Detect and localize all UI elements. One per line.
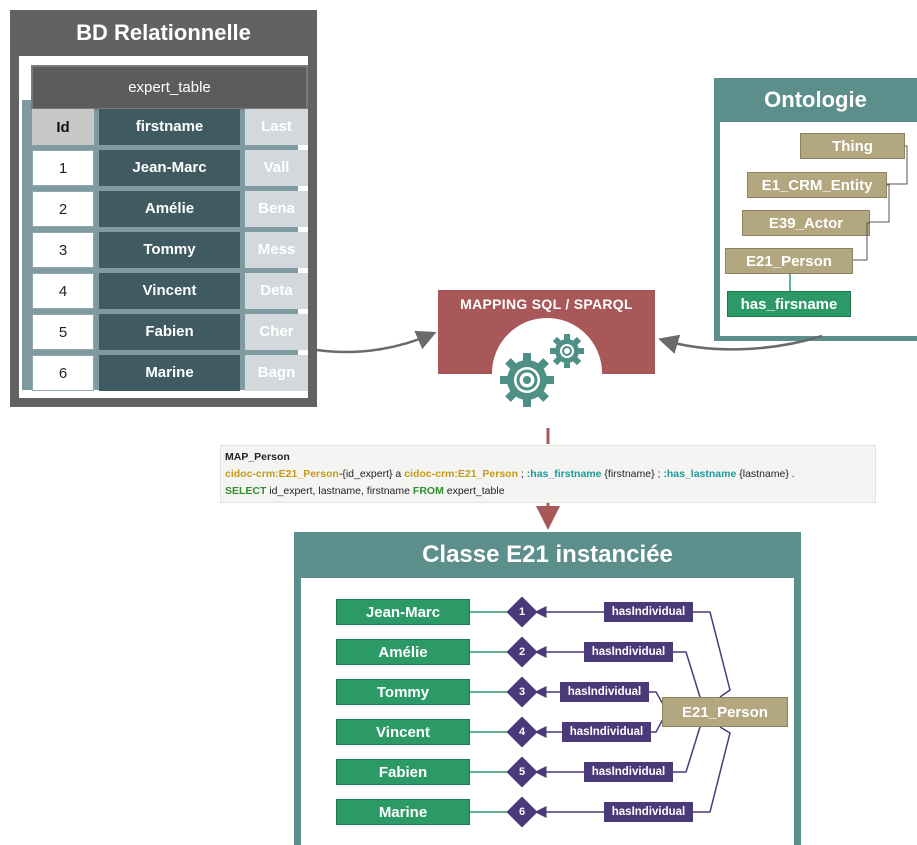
instance-name: Amélie	[336, 639, 470, 665]
table-cell-last: Vall	[245, 150, 308, 186]
table-cell-firstname: Marine	[99, 355, 240, 391]
instance-number: 6	[518, 806, 526, 818]
mapping-title: MAPPING SQL / SPARQL	[460, 296, 633, 312]
instance-name: Fabien	[336, 759, 470, 785]
table-cell-last: Bagn	[245, 355, 308, 391]
instance-number: 4	[518, 726, 526, 738]
ontology-node-e21-person: E21_Person	[725, 248, 853, 274]
instances-title: Classe E21 instanciée	[422, 541, 673, 568]
table-cell-id: 4	[32, 273, 94, 309]
ontology-node-e1-crm-entity: E1_CRM_Entity	[747, 172, 887, 198]
table-cell-firstname: Amélie	[99, 191, 240, 227]
ontology-node-thing: Thing	[800, 133, 905, 159]
hasindividual-label: hasIndividual	[560, 682, 649, 702]
mapping-code-box: MAP_Person cidoc-crm:E21_Person-{id_expe…	[220, 445, 876, 503]
mapping-code-target: cidoc-crm:E21_Person-{id_expert} a cidoc…	[225, 468, 795, 480]
ontology-property-has-firsname: has_firsname	[727, 291, 851, 317]
hasindividual-label: hasIndividual	[584, 642, 673, 662]
relational-db-title: BD Relationnelle	[76, 20, 251, 45]
column-header-id: Id	[32, 109, 94, 145]
table-cell-firstname: Tommy	[99, 232, 240, 268]
table-cell-id: 2	[32, 191, 94, 227]
table-cell-id: 6	[32, 355, 94, 391]
instance-number: 1	[518, 606, 526, 618]
ontology-hierarchy-lines	[853, 145, 908, 261]
instance-name: Marine	[336, 799, 470, 825]
ontology-node-e39-actor: E39_Actor	[742, 210, 870, 236]
instance-name: Tommy	[336, 679, 470, 705]
instance-number: 2	[518, 646, 526, 658]
hasindividual-arrows	[534, 606, 731, 818]
table-cell-last: Mess	[245, 232, 308, 268]
hasindividual-label: hasIndividual	[604, 802, 693, 822]
db-to-mapping-arrow	[316, 330, 437, 354]
ontology-to-mapping-arrow	[658, 334, 823, 354]
table-cell-last: Deta	[245, 273, 308, 309]
hasindividual-label: hasIndividual	[604, 602, 693, 622]
ontology-title: Ontologie	[764, 87, 867, 112]
table-cell-firstname: Fabien	[99, 314, 240, 350]
table-cell-id: 5	[32, 314, 94, 350]
table-cell-last: Cher	[245, 314, 308, 350]
name-to-number-lines	[470, 611, 510, 813]
mapping-code-name: MAP_Person	[225, 451, 290, 463]
column-header-last: Last	[245, 109, 308, 145]
gear-small-icon	[550, 334, 584, 368]
table-cell-id: 3	[32, 232, 94, 268]
table-cell-firstname: Jean-Marc	[99, 150, 240, 186]
table-cell-firstname: Vincent	[99, 273, 240, 309]
class-e21-person-node: E21_Person	[662, 697, 788, 727]
instance-number: 3	[518, 686, 526, 698]
table-name-header: expert_table	[31, 65, 308, 110]
column-header-firstname: firstname	[99, 109, 240, 145]
table-cell-last: Bena	[245, 191, 308, 227]
instance-name: Vincent	[336, 719, 470, 745]
gear-icon	[500, 353, 554, 407]
instance-name: Jean-Marc	[336, 599, 470, 625]
hasindividual-label: hasIndividual	[584, 762, 673, 782]
table-cell-id: 1	[32, 150, 94, 186]
instance-number: 5	[518, 766, 526, 778]
hasindividual-label: hasIndividual	[562, 722, 651, 742]
mapping-code-source: SELECT id_expert, lastname, firstname FR…	[225, 485, 505, 497]
